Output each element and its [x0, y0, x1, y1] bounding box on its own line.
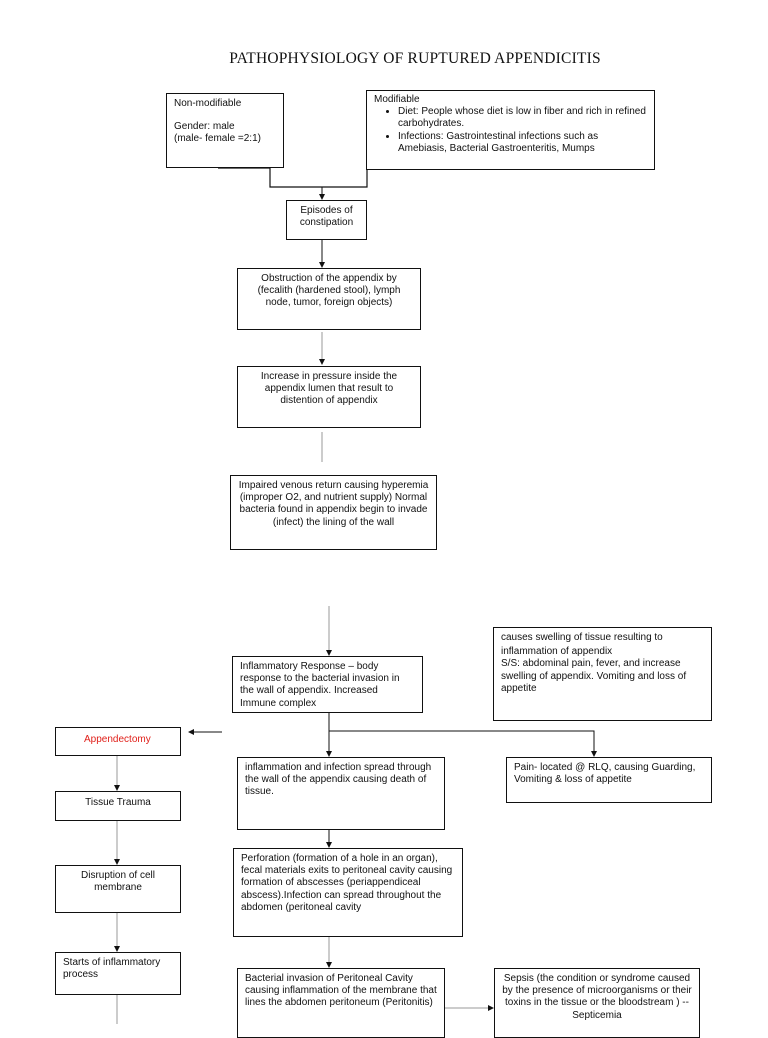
appendectomy-box: Appendectomy — [55, 727, 181, 756]
gender-text: Gender: male — [174, 121, 235, 133]
disruption-box: Disruption of cell membrane — [55, 865, 181, 913]
non-modifiable-heading: Non-modifiable — [174, 98, 242, 109]
impaired-box: Impaired venous return causing hyperemia… — [230, 475, 437, 550]
swelling-text-1: causes swelling of tissue resulting to — [501, 632, 663, 643]
sepsis-box: Sepsis (the condition or syndrome caused… — [494, 968, 700, 1038]
infections-item: Infections: Gastrointestinal infections … — [398, 131, 647, 155]
obstruction-box: Obstruction of the appendix by (fecalith… — [237, 268, 421, 330]
modifiable-box: Modifiable Diet: People whose diet is lo… — [366, 90, 655, 170]
perforation-box: Perforation (formation of a hole in an o… — [233, 848, 463, 937]
diet-item: Diet: People whose diet is low in fiber … — [398, 106, 647, 130]
bacterial-box: Bacterial invasion of Peritoneal Cavity … — [237, 968, 445, 1038]
tissue-trauma-box: Tissue Trauma — [55, 791, 181, 821]
constipation-box: Episodes of constipation — [286, 200, 367, 240]
modifiable-heading: Modifiable — [374, 94, 420, 105]
starts-box: Starts of inflammatory process — [55, 952, 181, 995]
swelling-text-3: S/S: abdominal pain, fever, and increase… — [501, 658, 687, 694]
page-title: PATHOPHYSIOLOGY OF RUPTURED APPENDICITIS — [229, 50, 601, 67]
swelling-box: causes swelling of tissue resulting to i… — [493, 627, 712, 721]
non-modifiable-box: Non-modifiable Gender: male (male- femal… — [166, 93, 284, 168]
inflammatory-box: Inflammatory Response – body response to… — [232, 656, 423, 713]
swelling-text-2: inflammation of appendix — [501, 646, 613, 658]
spread-box: inflammation and infection spread throug… — [237, 757, 445, 830]
pressure-box: Increase in pressure inside the appendix… — [237, 366, 421, 428]
ratio-text: (male- female =2:1) — [174, 133, 261, 145]
pain-box: Pain- located @ RLQ, causing Guarding, V… — [506, 757, 712, 803]
